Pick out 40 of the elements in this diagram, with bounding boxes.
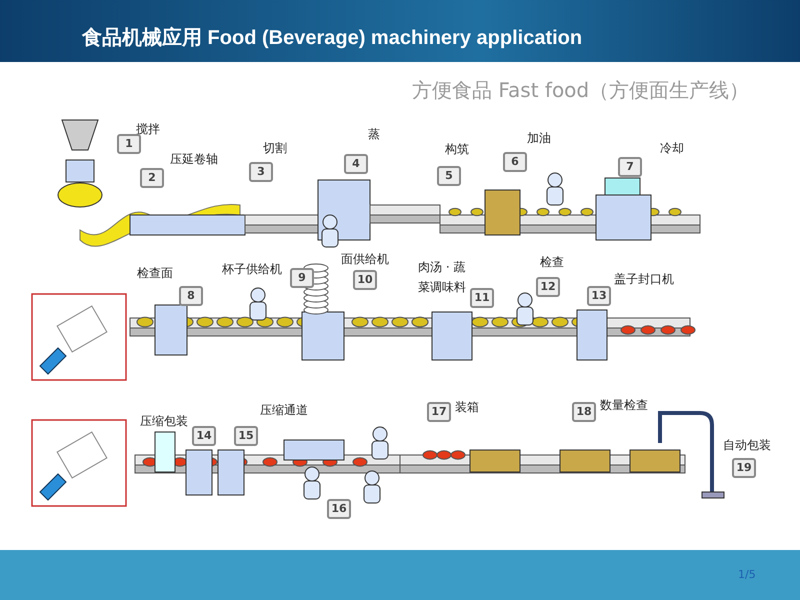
slide-title: 食品机械应用 Food (Beverage) machinery application — [82, 26, 582, 51]
step-label: 切割 — [263, 141, 287, 155]
step-label: 装箱 — [455, 400, 479, 414]
callout-number: 12 — [536, 277, 560, 297]
callout-number: 17 — [427, 402, 451, 422]
callout-number: 16 — [327, 499, 351, 519]
callout-number: 1 — [117, 134, 141, 154]
callout-number: 5 — [437, 166, 461, 186]
step-label: 压缩包装 — [140, 414, 188, 428]
step-label: 检查 — [540, 255, 564, 269]
callout-number: 8 — [179, 286, 203, 306]
step-label: 自动包装 — [723, 438, 771, 452]
step-label: 面供给机 — [341, 252, 389, 266]
step-label: 肉汤 · 蔬菜调味料 — [418, 259, 467, 296]
callout-number: 4 — [344, 154, 368, 174]
step-label: 冷却 — [660, 141, 684, 155]
step-label: 检查面 — [137, 266, 173, 280]
callout-number: 9 — [290, 268, 314, 288]
page-number: 1/5 — [738, 568, 756, 582]
callout-number: 19 — [732, 458, 756, 478]
step-label: 数量检查 — [600, 398, 648, 412]
step-label: 压缩通道 — [260, 403, 308, 417]
callout-number: 2 — [140, 168, 164, 188]
callout-number: 7 — [618, 157, 642, 177]
step-label: 压延卷轴 — [170, 152, 218, 166]
step-label: 杯子供给机 — [222, 262, 282, 276]
callout-number: 18 — [572, 402, 596, 422]
callout-number: 10 — [353, 270, 377, 290]
callout-number: 14 — [192, 426, 216, 446]
step-label: 加油 — [527, 131, 551, 145]
callout-number: 6 — [503, 152, 527, 172]
step-label: 搅拌 — [136, 122, 160, 136]
callout-number: 3 — [249, 162, 273, 182]
callout-number: 13 — [587, 286, 611, 306]
subtitle: 方便食品 Fast food（方便面生产线） — [412, 78, 750, 102]
step-label: 蒸 — [368, 127, 380, 141]
callout-number: 11 — [470, 288, 494, 308]
callout-number: 15 — [234, 426, 258, 446]
step-label: 构筑 — [445, 142, 469, 156]
step-label: 盖子封口机 — [614, 272, 674, 286]
